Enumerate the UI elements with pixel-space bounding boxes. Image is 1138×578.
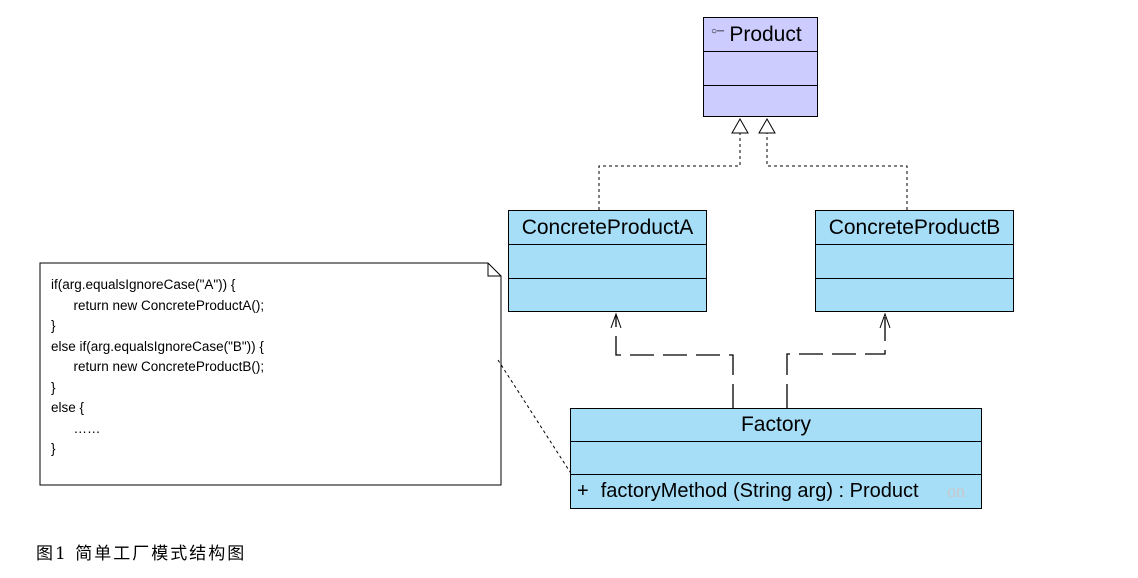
product-class-name: Product bbox=[729, 23, 802, 46]
realization-a-to-product bbox=[598, 117, 749, 210]
concrete-product-b-class[interactable]: ConcreteProductB bbox=[815, 210, 1014, 312]
figure-caption: 图1 简单工厂模式结构图 bbox=[36, 544, 247, 564]
note-shape bbox=[39, 262, 502, 486]
product-attributes-compartment bbox=[704, 52, 817, 86]
factory-method-visibility: + bbox=[577, 480, 589, 502]
code-note-text: if(arg.equalsIgnoreCase("A")) { return n… bbox=[51, 277, 265, 456]
concrete-product-a-attributes-compartment bbox=[509, 245, 706, 279]
dependency-factory-to-b bbox=[786, 312, 891, 408]
watermark-text: on bbox=[947, 481, 965, 501]
concrete-product-b-operations-compartment bbox=[816, 279, 1013, 312]
concrete-product-a-class[interactable]: ConcreteProductA bbox=[508, 210, 707, 312]
factory-class[interactable]: Factory + factoryMethod (String arg) : Pr… bbox=[570, 408, 982, 509]
factory-attributes-compartment bbox=[571, 442, 981, 475]
factory-method-operation: + factoryMethod (String arg) : Product bbox=[571, 475, 981, 508]
concrete-product-b-name: ConcreteProductB bbox=[816, 211, 1013, 245]
note-anchor-line bbox=[497, 359, 573, 476]
product-operations-compartment bbox=[704, 86, 817, 117]
concrete-product-a-operations-compartment bbox=[509, 279, 706, 312]
concrete-product-a-name: ConcreteProductA bbox=[509, 211, 706, 245]
dependency-factory-to-a bbox=[610, 312, 734, 408]
code-note[interactable]: if(arg.equalsIgnoreCase("A")) { return n… bbox=[40, 263, 501, 485]
product-class[interactable]: ○─ Product bbox=[703, 17, 818, 117]
factory-class-name: Factory bbox=[571, 409, 981, 442]
concrete-product-b-attributes-compartment bbox=[816, 245, 1013, 279]
factory-method-signature: factoryMethod (String arg) : Product bbox=[600, 480, 919, 502]
product-class-name-compartment: ○─ Product bbox=[704, 18, 817, 52]
interface-icon: ○─ bbox=[711, 26, 725, 37]
realization-b-to-product bbox=[758, 117, 908, 210]
